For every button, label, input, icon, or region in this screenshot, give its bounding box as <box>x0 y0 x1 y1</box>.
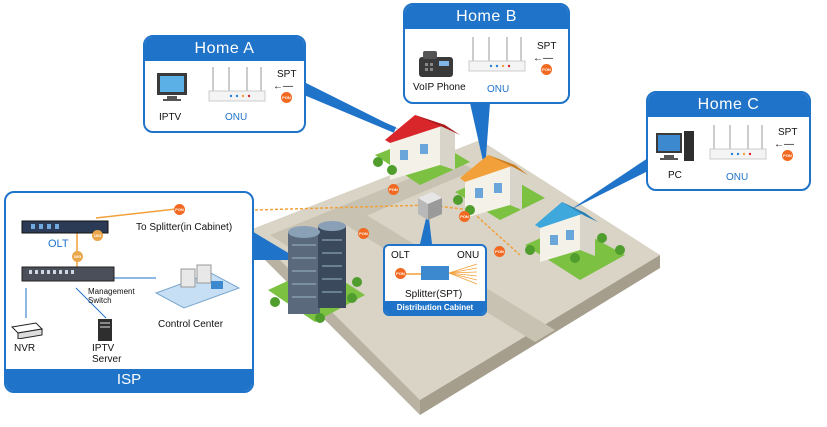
home-a-router-label: ONU <box>225 112 248 123</box>
distribution-cabinet-callout: OLT ONU PON Splitter(SPT) Distribution C… <box>383 244 487 316</box>
home-c-title: Home C <box>648 93 809 117</box>
isp-pon-badge: PON <box>174 204 185 215</box>
splitter-icon <box>399 263 478 285</box>
isp-title: ISP <box>6 369 252 391</box>
house-c <box>535 202 598 262</box>
trees <box>270 157 625 323</box>
fiber-orange <box>254 204 521 256</box>
cabinet-title: Distribution Cabinet <box>385 301 485 314</box>
home-b-device-label: VoIP Phone <box>413 82 466 93</box>
home-c-spt-label: SPT <box>778 127 798 138</box>
home-c-callout: Home C SPT ←— PON PC ONU <box>646 91 811 191</box>
street-pon-badge-2: PON <box>358 228 369 239</box>
home-a-pon-badge: PON <box>281 92 292 103</box>
home-b-title: Home B <box>405 5 568 29</box>
isp-olt-badge: 10G <box>92 230 103 241</box>
isp-olt-label: OLT <box>48 238 69 250</box>
isp-switch-badge: 10G <box>72 251 83 262</box>
tv-icon <box>157 73 187 101</box>
cabinet-pon-badge: PON <box>395 268 406 279</box>
isp-splitter-link-label: To Splitter(in Cabinet) <box>136 222 233 233</box>
office-tower <box>288 221 346 314</box>
onu-router-icon <box>709 125 767 160</box>
pointer-home-b <box>470 103 490 170</box>
cabinet-olt-label: OLT <box>391 250 410 261</box>
cabinet-splitter-label: Splitter(SPT) <box>405 289 463 300</box>
pointer-home-a <box>300 80 400 130</box>
home-a-device-label: IPTV <box>159 112 182 123</box>
isp-panel: OLT 10G PON To Splitter(in Cabinet) 10G … <box>4 191 254 393</box>
isp-iptv-server-label: IPTV Server <box>92 343 122 365</box>
iptv-server-icon <box>98 319 112 341</box>
home-a-title: Home A <box>145 37 304 61</box>
home-a-callout: Home A SPT ←— PON IPTV ONU <box>143 35 306 133</box>
control-center-icon <box>154 264 241 309</box>
home-b-pon-badge: PON <box>541 64 552 75</box>
olt-icon <box>21 220 109 234</box>
home-b-arrow: ←— <box>533 53 553 64</box>
street-pon-badge-3: PON <box>459 211 470 222</box>
onu-router-icon <box>208 67 266 102</box>
isp-nvr-label: NVR <box>14 343 36 354</box>
isp-control-center-label: Control Center <box>158 319 224 330</box>
home-b-router-label: ONU <box>487 84 510 95</box>
home-a-arrow: ←— <box>273 81 293 92</box>
home-a-spt-label: SPT <box>277 69 297 80</box>
home-c-arrow: ←— <box>774 139 794 150</box>
street-pon-badge-4: PON <box>494 246 505 257</box>
onu-router-icon <box>468 37 526 72</box>
nvr-icon <box>10 322 44 339</box>
house-b <box>460 155 528 218</box>
home-c-device-label: PC <box>668 170 682 181</box>
house-a <box>385 115 460 180</box>
phone-icon <box>419 51 453 77</box>
pc-icon <box>656 131 694 161</box>
home-c-pon-badge: PON <box>782 150 793 161</box>
home-b-callout: Home B SPT ←— PON VoIP Phone ONU <box>403 3 570 104</box>
pointer-home-c <box>570 150 670 210</box>
cabinet-onu-label: ONU <box>457 250 480 261</box>
home-b-spt-label: SPT <box>537 41 557 52</box>
cabinet-box <box>418 192 442 220</box>
pointer-isp <box>250 230 300 260</box>
home-c-router-label: ONU <box>726 172 749 183</box>
management-switch-icon <box>21 266 115 282</box>
isp-switch-label: Management Switch <box>88 287 135 305</box>
street-pon-badge-1: PON <box>388 184 399 195</box>
